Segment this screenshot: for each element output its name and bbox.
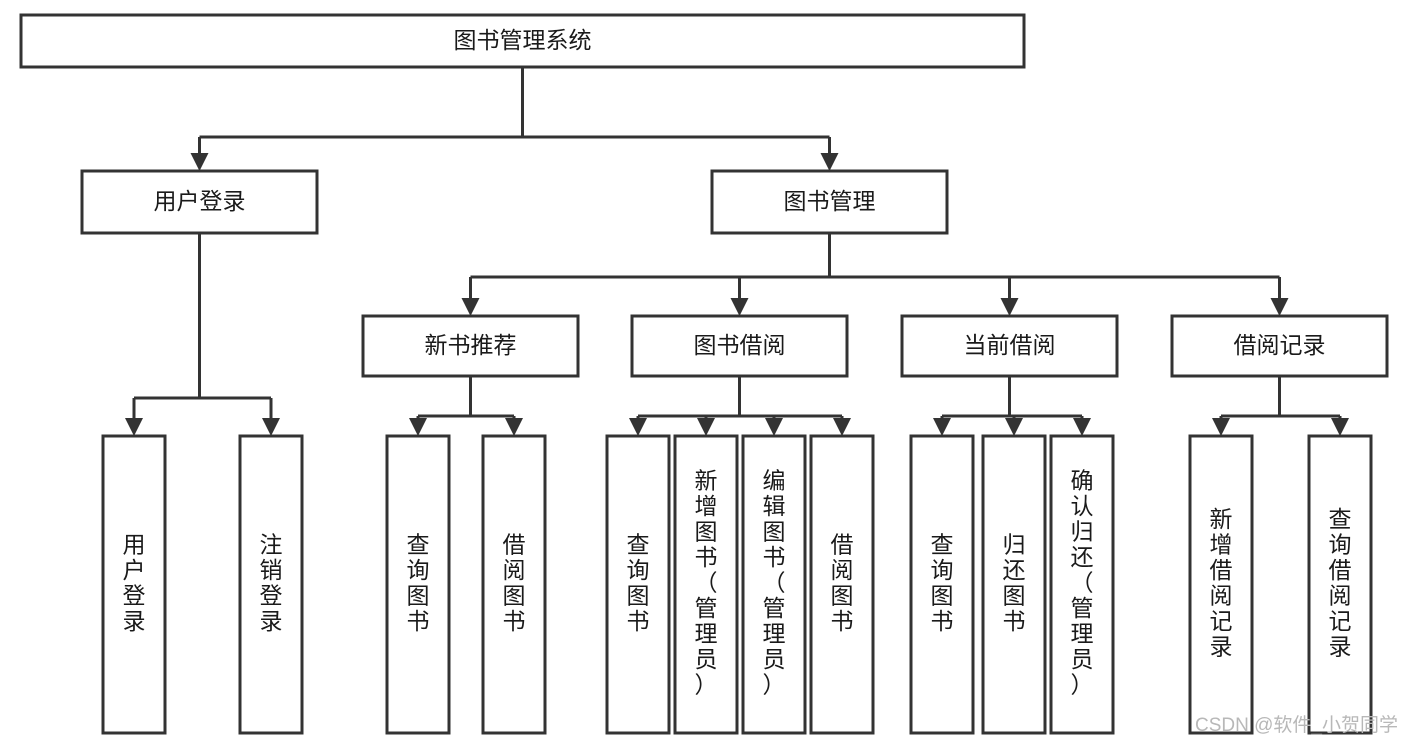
node-label: 新书推荐 bbox=[425, 332, 517, 358]
node-leaf-borrow-book-1[interactable]: 借阅图书 bbox=[481, 434, 547, 735]
arrow-head-icon bbox=[1270, 298, 1289, 316]
node-leaf-query-book-1[interactable]: 查询图书 bbox=[385, 434, 451, 735]
node-leaf-add-book[interactable]: 新增图书（管理员） bbox=[673, 434, 739, 735]
node-label: 查询图书 bbox=[627, 531, 650, 634]
node-box bbox=[19, 13, 1026, 69]
arrow-head-icon bbox=[505, 418, 523, 436]
node-box bbox=[605, 434, 671, 735]
node-label: 新增借阅记录 bbox=[1210, 506, 1233, 660]
node-label: 借阅图书 bbox=[831, 531, 854, 634]
arrow-head-icon bbox=[409, 418, 427, 436]
node-leaf-borrow-book-2[interactable]: 借阅图书 bbox=[809, 434, 875, 735]
node-user-login[interactable]: 用户登录 bbox=[80, 169, 319, 235]
arrow-head-icon bbox=[461, 298, 480, 316]
node-box bbox=[481, 434, 547, 735]
arrow-head-icon bbox=[190, 153, 209, 171]
node-label: 当前借阅 bbox=[964, 332, 1056, 358]
node-label: 查询图书 bbox=[407, 531, 430, 634]
node-book-management[interactable]: 图书管理 bbox=[710, 169, 949, 235]
node-leaf-query-book-3[interactable]: 查询图书 bbox=[909, 434, 975, 735]
node-label: 归还图书 bbox=[1003, 531, 1026, 634]
node-box bbox=[80, 169, 319, 235]
node-label: 图书借阅 bbox=[694, 332, 786, 358]
node-box bbox=[385, 434, 451, 735]
node-box bbox=[1307, 434, 1373, 735]
node-label: 确认归还（管理员） bbox=[1071, 468, 1094, 698]
node-borrow-record[interactable]: 借阅记录 bbox=[1170, 314, 1389, 378]
node-box bbox=[673, 434, 739, 735]
node-box bbox=[1170, 314, 1389, 378]
arrow-head-icon bbox=[1005, 418, 1023, 436]
node-undefined[interactable]: 图书管理系统 bbox=[19, 13, 1026, 69]
node-label: 借阅图书 bbox=[503, 531, 526, 634]
arrow-head-icon bbox=[1000, 298, 1019, 316]
node-label: 用户登录 bbox=[123, 531, 146, 634]
connectors-layer bbox=[125, 67, 1349, 436]
arrow-head-icon bbox=[629, 418, 647, 436]
arrow-head-icon bbox=[833, 418, 851, 436]
node-box bbox=[1049, 434, 1115, 735]
node-box bbox=[630, 314, 849, 378]
node-label: 用户登录 bbox=[154, 188, 246, 214]
arrow-head-icon bbox=[125, 418, 143, 436]
node-label: 图书管理系统 bbox=[454, 27, 592, 53]
node-box bbox=[361, 314, 580, 378]
node-current-borrow[interactable]: 当前借阅 bbox=[900, 314, 1119, 378]
node-new-book-recommend[interactable]: 新书推荐 bbox=[361, 314, 580, 378]
node-book-borrow[interactable]: 图书借阅 bbox=[630, 314, 849, 378]
nodes-layer: 图书管理系统用户登录图书管理新书推荐图书借阅当前借阅借阅记录用户登录注销登录查询… bbox=[19, 13, 1389, 735]
node-label: 图书管理 bbox=[784, 188, 876, 214]
arrow-head-icon bbox=[262, 418, 280, 436]
node-leaf-return-book[interactable]: 归还图书 bbox=[981, 434, 1047, 735]
arrow-head-icon bbox=[765, 418, 783, 436]
node-leaf-user-login[interactable]: 用户登录 bbox=[101, 434, 167, 735]
arrow-head-icon bbox=[1212, 418, 1230, 436]
node-box bbox=[909, 434, 975, 735]
csdn-watermark: CSDN @软件_小贺同学 bbox=[1195, 714, 1398, 736]
arrow-head-icon bbox=[933, 418, 951, 436]
arrow-head-icon bbox=[820, 153, 839, 171]
node-box bbox=[1188, 434, 1254, 735]
node-leaf-edit-book[interactable]: 编辑图书（管理员） bbox=[741, 434, 807, 735]
node-box bbox=[809, 434, 875, 735]
node-box bbox=[101, 434, 167, 735]
node-box bbox=[238, 434, 304, 735]
node-leaf-logout[interactable]: 注销登录 bbox=[238, 434, 304, 735]
node-label: 查询借阅记录 bbox=[1329, 506, 1352, 660]
arrow-head-icon bbox=[1331, 418, 1349, 436]
arrow-head-icon bbox=[1073, 418, 1091, 436]
node-label: 借阅记录 bbox=[1234, 332, 1326, 358]
node-leaf-query-book-2[interactable]: 查询图书 bbox=[605, 434, 671, 735]
node-box bbox=[981, 434, 1047, 735]
node-box bbox=[710, 169, 949, 235]
arrow-head-icon bbox=[730, 298, 749, 316]
arrow-head-icon bbox=[697, 418, 715, 436]
node-label: 编辑图书（管理员） bbox=[763, 468, 786, 698]
node-label: 注销登录 bbox=[260, 531, 283, 634]
node-box bbox=[900, 314, 1119, 378]
node-label: 新增图书（管理员） bbox=[695, 468, 718, 698]
node-leaf-confirm-return[interactable]: 确认归还（管理员） bbox=[1049, 434, 1115, 735]
node-leaf-add-record[interactable]: 新增借阅记录 bbox=[1188, 434, 1254, 735]
node-box bbox=[741, 434, 807, 735]
node-leaf-query-record[interactable]: 查询借阅记录 bbox=[1307, 434, 1373, 735]
node-label: 查询图书 bbox=[931, 531, 954, 634]
